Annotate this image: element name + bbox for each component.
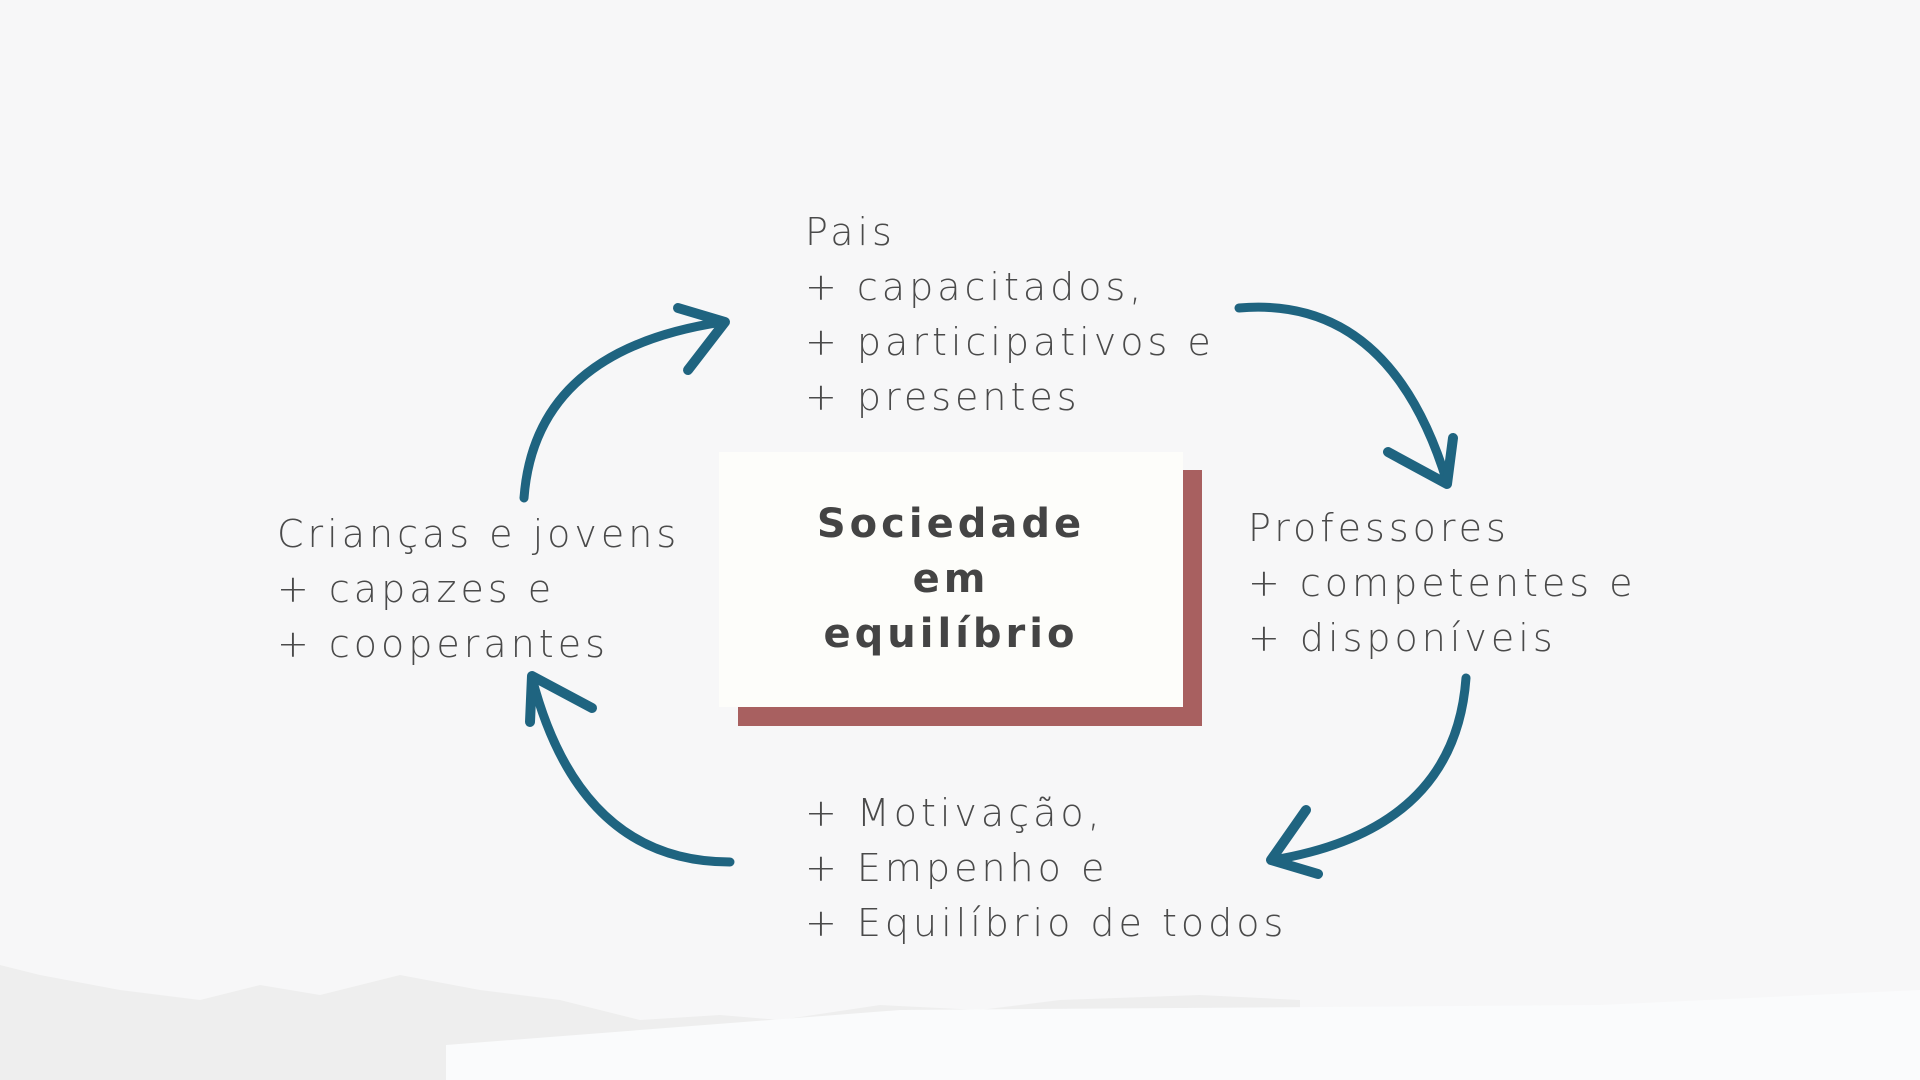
motivation-text: + Motivação, + Empenho e + Equilíbrio de t… bbox=[805, 786, 1287, 951]
arrow-bottom-left-icon bbox=[525, 671, 735, 867]
text-line: + capacitados, bbox=[805, 265, 1146, 309]
parents-text: Pais + capacitados, + participativos e + pr… bbox=[805, 205, 1215, 425]
text-line: + Empenho e bbox=[805, 846, 1109, 890]
text-line: Sociedade bbox=[816, 501, 1086, 547]
arrow-top-right-icon bbox=[1234, 302, 1458, 489]
text-line: em bbox=[912, 556, 990, 602]
center-title: Sociedade em equilíbrio bbox=[719, 497, 1183, 662]
text-line: equilíbrio bbox=[823, 611, 1079, 657]
text-line: + disponíveis bbox=[1248, 616, 1557, 660]
arrow-bottom-right-icon bbox=[1266, 673, 1471, 879]
teachers-text: Professores + competentes e + disponíveis bbox=[1248, 501, 1636, 666]
text-line: Crianças e jovens bbox=[277, 512, 681, 556]
text-line: + participativos e bbox=[805, 320, 1215, 364]
text-line: Professores bbox=[1248, 506, 1510, 550]
text-line: + Equilíbrio de todos bbox=[805, 901, 1288, 945]
text-line: + capazes e bbox=[277, 567, 556, 611]
text-line: + presentes bbox=[805, 375, 1081, 419]
text-line: + Motivação, bbox=[805, 791, 1104, 835]
text-line: + cooperantes bbox=[277, 622, 609, 666]
arrow-top-left-icon bbox=[519, 303, 730, 503]
text-line: Pais bbox=[805, 210, 896, 254]
center-card bbox=[719, 452, 1183, 707]
children-text: Crianças e jovens + capazes e + cooperante… bbox=[277, 507, 680, 672]
text-line: + competentes e bbox=[1248, 561, 1637, 605]
